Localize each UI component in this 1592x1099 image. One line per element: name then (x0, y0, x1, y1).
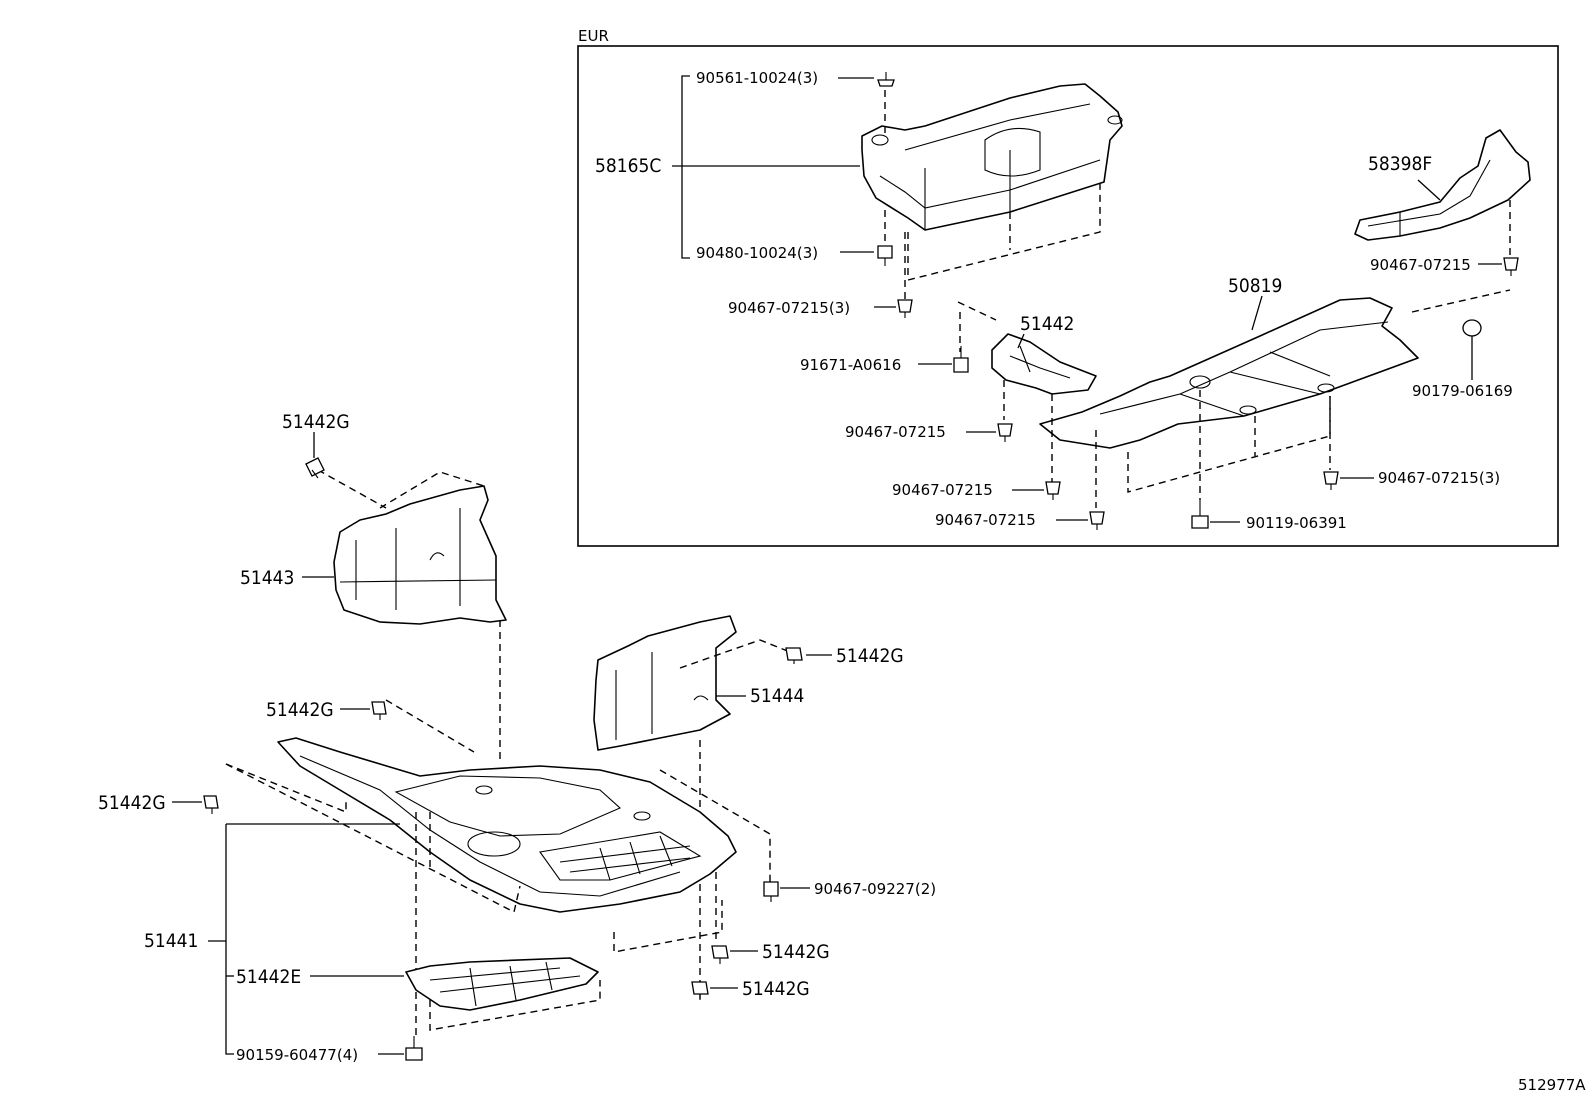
label-51442G-b2: 51442G (742, 978, 810, 1000)
label-51444: 51444 (750, 685, 804, 707)
label-90467-09227: 90467-09227(2) (814, 880, 936, 898)
dash-58165C-frame (907, 180, 1101, 281)
bolt-90467-b-icon (1045, 481, 1061, 500)
label-51442G-b1: 51442G (762, 941, 830, 963)
bolt-90467-3b-icon (1323, 471, 1339, 490)
eur-inset-frame (577, 45, 1559, 547)
dash-51441-top (385, 699, 475, 753)
part-51441-shape (277, 737, 737, 913)
label-51442G-left: 51442G (98, 792, 166, 814)
label-90467-07215-b: 90467-07215 (892, 481, 993, 499)
label-51442G-top: 51442G (282, 411, 350, 433)
label-50819: 50819 (1228, 275, 1282, 297)
bolt-90159-icon (405, 1036, 423, 1061)
label-51442: 51442 (1020, 313, 1074, 335)
part-50819-shape (1039, 297, 1419, 449)
clip-51442G-b2-icon (691, 981, 709, 1000)
bolt-90119-icon (1191, 500, 1209, 529)
bolt-90467-3a-icon (897, 299, 913, 318)
label-51442G-mid: 51442G (266, 699, 334, 721)
bracket-58165C (681, 75, 690, 259)
label-90159-60477: 90159-60477(4) (236, 1046, 358, 1064)
leader-58398F (1417, 179, 1441, 201)
label-51442E: 51442E (236, 966, 301, 988)
leader-51442 (1017, 333, 1025, 349)
label-91671-A0616: 91671-A0616 (800, 356, 901, 374)
part-58165C-shape (861, 83, 1123, 231)
label-58398F: 58398F (1368, 153, 1432, 175)
label-90467-07215-a: 90467-07215 (845, 423, 946, 441)
leader-50819 (1251, 295, 1263, 331)
label-58165C: 58165C (595, 155, 661, 177)
part-51442-shape (991, 333, 1097, 395)
label-90467-07215-r: 90467-07215 (1370, 256, 1471, 274)
dash-51441-bottom (613, 900, 723, 953)
dash-51441-left2 (225, 763, 521, 914)
nut-90480-icon (877, 245, 893, 266)
label-90480-10024: 90480-10024(3) (696, 244, 818, 262)
dash-51443-top2 (379, 471, 485, 509)
clip-51442G-top-icon (305, 457, 325, 479)
bolt-90467-a-icon (997, 423, 1013, 442)
part-51443-shape (333, 485, 507, 625)
bolt-90467-09227-icon (763, 881, 779, 902)
dash-51442E (429, 980, 601, 1031)
clip-51442G-b1-icon (711, 945, 729, 964)
part-51442E-shape (405, 957, 599, 1011)
label-51443: 51443 (240, 567, 294, 589)
clip-51442G-mid-icon (371, 701, 387, 720)
dash-51441-right (659, 769, 771, 888)
part-51444-shape (593, 615, 737, 751)
label-90467-07215-c: 90467-07215 (935, 511, 1036, 529)
label-90467-07215-3a: 90467-07215(3) (728, 299, 850, 317)
label-90467-07215-3b: 90467-07215(3) (1378, 469, 1500, 487)
bolt-91671-icon (953, 346, 969, 373)
bolt-90467-r-icon (1503, 257, 1519, 276)
label-90179-06169: 90179-06169 (1412, 382, 1513, 400)
clip-51442G-right-icon (785, 647, 803, 664)
eur-inset: EUR (577, 27, 1559, 547)
label-90561-10024: 90561-10024(3) (696, 69, 818, 87)
label-51441: 51441 (144, 930, 198, 952)
dash-51444-top (679, 639, 791, 669)
region-label: EUR (578, 27, 609, 45)
label-90119-06391: 90119-06391 (1246, 514, 1347, 532)
dash-51443-top (317, 469, 387, 509)
part-58398F-shape (1354, 129, 1531, 241)
clip-51442G-left-icon (203, 795, 219, 814)
dash-51442-top (957, 301, 997, 321)
label-51442G-right: 51442G (836, 645, 904, 667)
clip-90561-icon (877, 72, 895, 87)
bolt-90467-c-icon (1089, 511, 1105, 530)
dash-51441-left (225, 763, 347, 814)
diagram-ref: 512977A (1518, 1076, 1586, 1094)
dash-50819-clip (1411, 289, 1511, 313)
clip-90179-icon (1462, 319, 1482, 337)
bracket-51441 (225, 824, 234, 1055)
main-assembly: 51442G 51443 51442G 51444 51442G 51442G … (98, 411, 936, 1064)
dash-50819-frame (1127, 396, 1331, 493)
